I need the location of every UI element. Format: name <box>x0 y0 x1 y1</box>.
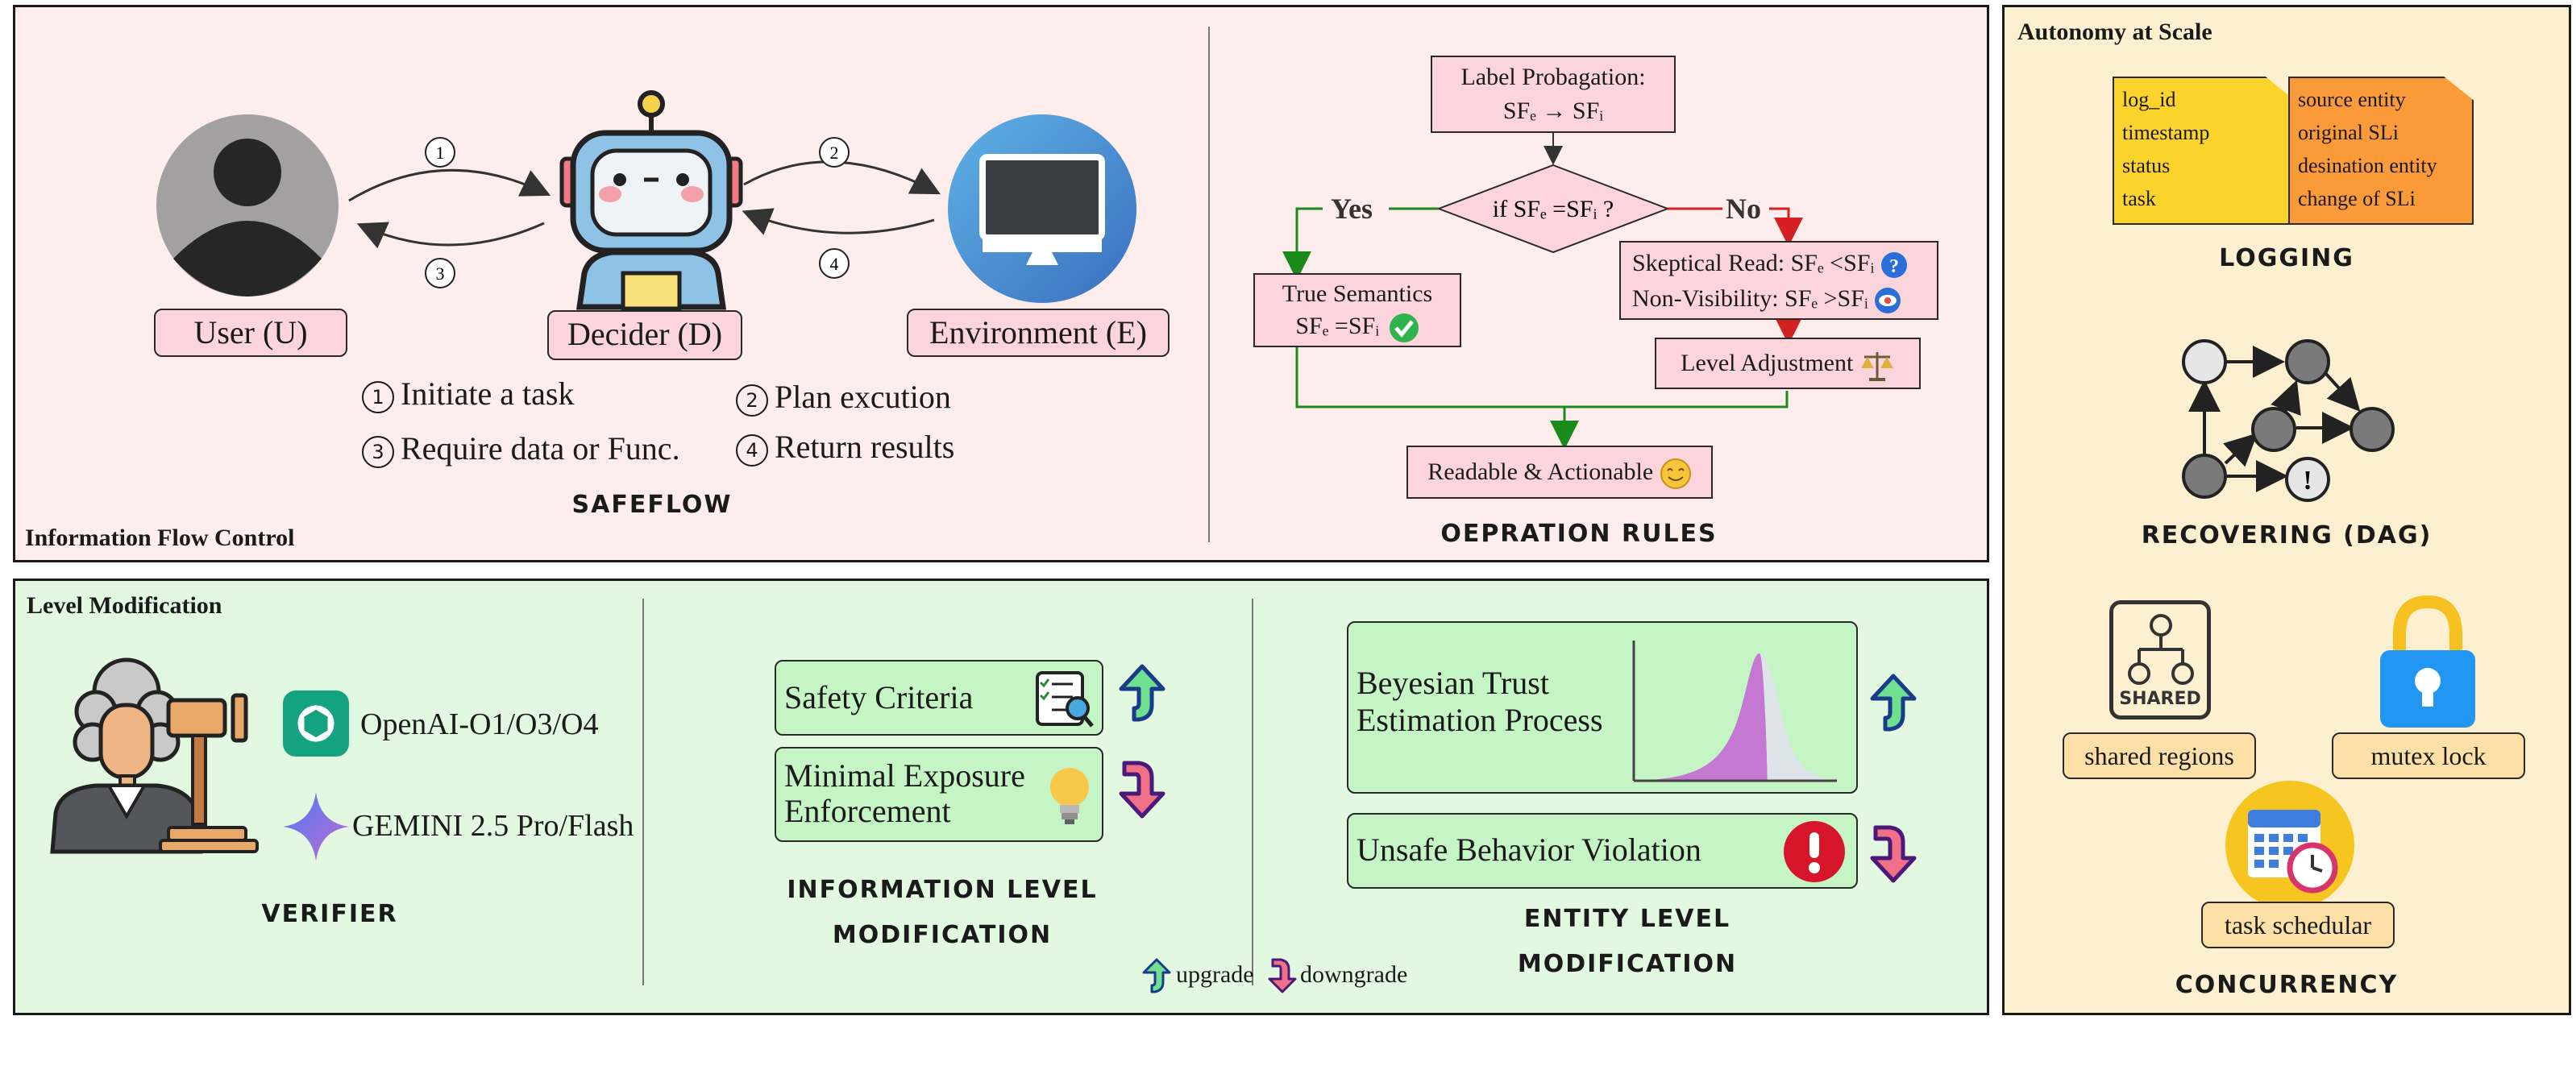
information-flow-control-panel: Information Flow Control <box>13 5 1989 562</box>
dag-diagram: ! <box>2182 339 2395 502</box>
downgrade-legend-label: downgrade <box>1300 961 1408 988</box>
openai-icon <box>283 691 349 757</box>
readable-actionable-box: Readable & Actionable <box>1406 446 1713 499</box>
skeptical-nonvisibility-box: Skeptical Read: SFₑ <SFᵢ ? Non-Visibilit… <box>1619 241 1938 320</box>
logging-title: LOGGING <box>2219 244 2354 272</box>
distribution-chart-icon <box>1632 641 1837 782</box>
autonomy-at-scale-panel: Autonomy at Scale log_id timestamp statu… <box>2002 5 2571 1015</box>
level-adjustment-box: Level Adjustment <box>1655 338 1921 389</box>
recovering-title: RECOVERING (DAG) <box>2141 521 2433 550</box>
network-icon <box>2128 614 2194 685</box>
downgrade-icon <box>1119 761 1165 819</box>
mutex-lock-label: mutex lock <box>2332 732 2525 779</box>
concurrency-title: CONCURRENCY <box>2175 971 2399 999</box>
decision-text: if SFₑ =SFᵢ ? <box>1493 196 1614 222</box>
user-avatar-icon <box>156 114 339 297</box>
task-schedular-label: task schedular <box>2201 902 2395 948</box>
info-level-title: INFORMATION LEVEL MODIFICATION <box>787 876 1098 949</box>
shared-regions-label: shared regions <box>2063 732 2256 779</box>
scales-icon <box>1860 352 1893 382</box>
verifier-title: VERIFIER <box>261 900 398 928</box>
upgrade-icon <box>1119 664 1165 722</box>
step-number: 4 <box>830 254 839 274</box>
calendar-clock-icon <box>2225 781 2354 910</box>
step-number: 2 <box>830 143 839 163</box>
upgrade-legend-icon <box>1142 958 1171 993</box>
step-number: 1 <box>436 143 445 163</box>
panel-title: Information Flow Control <box>25 525 295 551</box>
lock-icon <box>2380 595 2475 728</box>
lightbulb-icon <box>1050 768 1089 824</box>
step-number: 3 <box>436 263 445 284</box>
alert-icon <box>1784 821 1845 882</box>
checklist-icon <box>1036 671 1094 728</box>
panel-title: Level Modification <box>27 592 222 619</box>
safeflow-diagram: 1 2 3 4 <box>156 90 1136 311</box>
dag-alert-icon: ! <box>2303 466 2312 496</box>
unsafe-behavior-box: Unsafe Behavior Violation <box>1347 813 1858 889</box>
robot-decider-icon <box>559 90 743 311</box>
minimal-exposure-box: Minimal Exposure Enforcement <box>775 747 1103 842</box>
computer-environment-icon <box>948 114 1136 303</box>
smile-icon <box>1660 458 1691 490</box>
upgrade-legend-label: upgrade <box>1176 961 1254 988</box>
shared-icon: SHARED <box>2109 600 2211 720</box>
true-semantics-box: True Semantics SFₑ =SFᵢ <box>1253 273 1461 347</box>
question-icon: ? <box>1880 252 1907 279</box>
panel-title: Autonomy at Scale <box>2017 19 2212 45</box>
divider <box>1252 599 1253 985</box>
shared-icon-text: SHARED <box>2119 689 2201 709</box>
divider <box>642 599 644 985</box>
divider <box>1208 27 1210 542</box>
safety-criteria-box: Safety Criteria <box>775 660 1103 736</box>
label-propagation-box: Label Probagation: SFₑ → SFᵢ <box>1431 56 1676 133</box>
gemini-model-label: GEMINI 2.5 Pro/Flash <box>352 809 634 843</box>
bayesian-trust-box: Beyesian Trust Estimation Process <box>1347 621 1858 794</box>
upgrade-icon <box>1870 674 1917 732</box>
environment-label: Environment (E) <box>907 309 1170 357</box>
safeflow-title: SAFEFLOW <box>571 491 733 519</box>
downgrade-icon <box>1870 825 1917 883</box>
gemini-icon <box>283 792 349 861</box>
svg-text:?: ? <box>1889 256 1899 277</box>
bayesian-trust-label: Beyesian Trust Estimation Process <box>1357 665 1603 738</box>
operation-rules-flowchart: Yes No if SFₑ =SFᵢ ? <box>1282 131 1803 450</box>
downgrade-legend-icon <box>1268 958 1297 993</box>
openai-model-label: OpenAI-O1/O3/O4 <box>360 707 599 741</box>
operation-rules-title: OEPRATION RULES <box>1440 520 1718 548</box>
level-modification-panel: Level Modification OpenAI-O1/O3/O4 GEMIN… <box>13 579 1989 1015</box>
eye-icon <box>1875 288 1901 314</box>
check-icon <box>1389 313 1419 343</box>
judge-verifier-icon <box>50 657 259 854</box>
log-note-yellow: log_id timestamp status task <box>2113 77 2295 225</box>
entity-level-title: ENTITY LEVEL MODIFICATION <box>1517 905 1738 978</box>
no-label: No <box>1726 193 1761 225</box>
decider-label: Decider (D) <box>547 310 742 360</box>
user-label: User (U) <box>154 309 347 357</box>
yes-label: Yes <box>1331 193 1373 225</box>
log-note-orange: source entity original SLi desination en… <box>2288 77 2474 225</box>
